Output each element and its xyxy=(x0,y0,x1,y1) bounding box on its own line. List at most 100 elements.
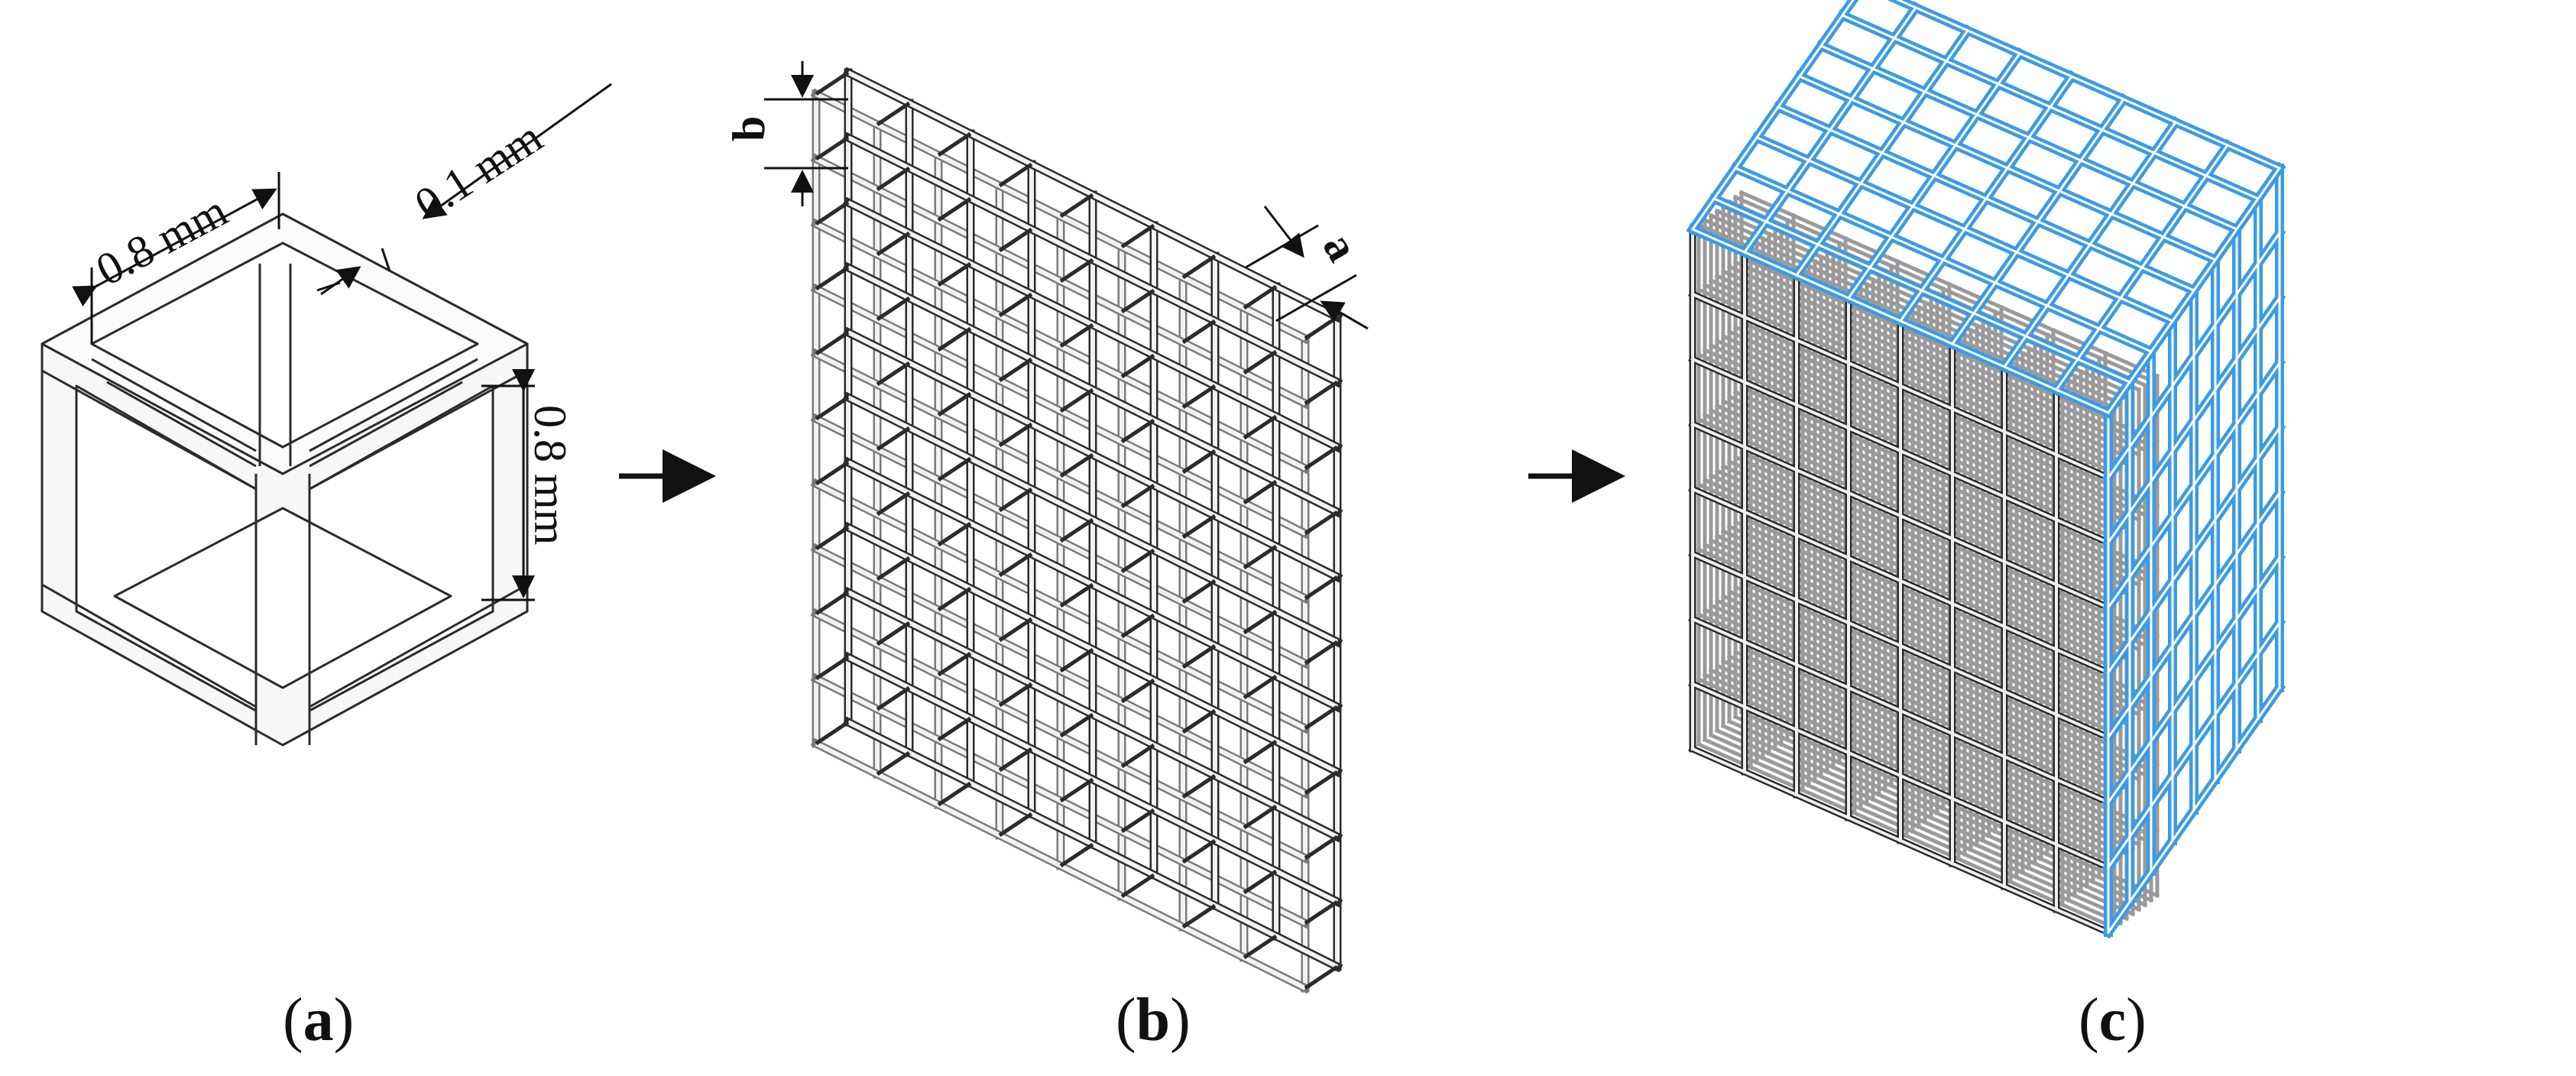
lattice-layer-node-link xyxy=(998,227,1033,253)
lattice-cube-front-grid xyxy=(1702,217,2124,407)
lattice-cube-right-grid-core xyxy=(2106,491,2282,740)
lattice-layer-node-link xyxy=(937,781,972,807)
lattice-cube-front-grid xyxy=(1702,477,2124,666)
lattice-cube-front-grid-fill xyxy=(1690,292,2111,480)
lattice-layer-node-link xyxy=(998,747,1033,773)
lattice-cube-top-grid-core xyxy=(1846,51,2022,300)
lattice-layer-node-link xyxy=(876,231,911,257)
lattice-cube-top-grid-core xyxy=(2106,166,2282,415)
lattice-cube-front-grid xyxy=(1702,347,2124,536)
lattice-layer-node-link xyxy=(1181,579,1217,604)
lattice-layer-node-link xyxy=(1243,739,1278,765)
lattice-layer-node-link xyxy=(1243,869,1278,895)
lattice-layer-node-link xyxy=(1304,315,1339,341)
lattice-layer-node-link xyxy=(1059,842,1094,868)
lattice-layer-node-link xyxy=(1304,445,1339,471)
lattice-cube-front-grid-fill xyxy=(1690,487,2111,675)
lattice-cube-right-grid-core xyxy=(2106,361,2282,610)
lattice-layer-node-link xyxy=(1120,808,1155,834)
lattice-cube-top-grid-core xyxy=(1742,5,1918,254)
lattice-layer-node-link xyxy=(1243,804,1278,830)
lattice-cube-panel xyxy=(1686,0,2286,939)
lattice-cube-top-grid-core xyxy=(1950,97,2126,346)
lattice-layer-node-link xyxy=(815,655,850,681)
lattice-cube-front-grid xyxy=(1696,352,2118,541)
lattice-layer-node-link xyxy=(1304,770,1339,796)
lattice-layer-node-link xyxy=(998,422,1033,448)
lattice-cube-front-grid xyxy=(1702,672,2124,861)
lattice-layer-node-link xyxy=(815,265,850,291)
lattice-layer-node-link xyxy=(1304,380,1339,406)
lattice-cube-right-grid-core xyxy=(2106,296,2282,545)
unit-cell-strut-label: 0.1 mm xyxy=(406,112,551,230)
lattice-layer-node-link xyxy=(815,200,850,226)
lattice-cube-front-grid xyxy=(1702,412,2124,601)
lattice-layer-node-link xyxy=(1181,903,1217,929)
lattice-cube-front-grid xyxy=(1696,287,2118,476)
lattice-cube-front-grid xyxy=(1696,416,2118,606)
lattice-layer-node-link xyxy=(1304,640,1339,666)
lattice-cube-front-grid xyxy=(1696,676,2118,866)
lattice-cube-top-grid-core xyxy=(2002,120,2178,369)
lattice-layer-node-link xyxy=(1304,510,1339,536)
lattice-layer-node-link xyxy=(876,296,911,322)
lattice-layer-node-link xyxy=(815,590,850,616)
unit-cell-bottom-opening xyxy=(113,507,452,689)
lattice-layer-label-b: b xyxy=(724,116,774,141)
lattice-layer-node-link xyxy=(876,101,911,127)
lattice-cube-top-grid-core xyxy=(1690,0,1855,232)
lattice-layer-node-link xyxy=(937,261,972,287)
lattice-layer-node-link xyxy=(1059,517,1094,543)
lattice-layer-node-link xyxy=(1243,609,1278,635)
lattice-layer-node-link xyxy=(1120,288,1155,314)
lattice-layer-node-link xyxy=(1120,418,1155,444)
lattice-layer-node-link xyxy=(1243,414,1278,440)
lattice-layer-node-link xyxy=(1120,483,1155,509)
lattice-layer-node-link xyxy=(876,361,911,387)
lattice-layer-node-link xyxy=(1059,193,1094,219)
lattice-layer-node-link xyxy=(876,556,911,582)
lattice-layer-node-link xyxy=(998,682,1033,708)
lattice-layer-node-link xyxy=(1243,544,1278,570)
lattice-layer-node-link xyxy=(1059,322,1094,348)
lattice-layer-node-link xyxy=(1120,678,1155,704)
lattice-layer-node-link xyxy=(1181,773,1217,799)
lattice-layer-node-link xyxy=(876,491,911,517)
lattice-layer-node-link xyxy=(815,70,850,96)
lattice-cube-front-grid xyxy=(1696,546,2118,736)
lattice-layer-node-link xyxy=(998,292,1033,318)
lattice-layer-node-link xyxy=(998,162,1033,188)
unit-cell-dimensions xyxy=(72,83,612,601)
lattice-layer-node-link xyxy=(815,720,850,746)
lattice-layer-dimensions xyxy=(764,61,1369,330)
lattice-layer-node-link xyxy=(1181,384,1217,410)
lattice-layer-node-link xyxy=(815,525,850,551)
lattice-cube-front-grid xyxy=(1696,741,2118,931)
lattice-layer-node-link xyxy=(998,487,1033,513)
lattice-layer-node-link xyxy=(876,166,911,192)
lattice-layer-node-link xyxy=(876,621,911,647)
lattice-layer-node-link xyxy=(1059,582,1094,608)
lattice-layer-node-link xyxy=(998,357,1033,383)
lattice-cube-front-grid-fill xyxy=(1690,682,2111,870)
lattice-layer-node-link xyxy=(1181,514,1217,540)
lattice-layer-node-link xyxy=(937,326,972,352)
lattice-cube-right-grid-core xyxy=(2106,685,2282,935)
lattice-cube-top-grid-core xyxy=(2054,143,2230,392)
lattice-layer-beam xyxy=(847,70,1339,319)
lattice-layer-node-link xyxy=(937,196,972,222)
lattice-layer-node-link xyxy=(1059,647,1094,673)
lattice-layer-node-link xyxy=(998,617,1033,643)
lattice-cube-front-grid xyxy=(1702,737,2124,926)
caption-a: (a) xyxy=(283,987,355,1054)
lattice-layer-node-link xyxy=(937,586,972,612)
lattice-layer-node-link xyxy=(1059,387,1094,413)
lattice-layer-node-link xyxy=(815,395,850,421)
lattice-layer-node-link xyxy=(1120,548,1155,574)
caption-c: (c) xyxy=(2079,987,2147,1054)
lattice-layer-node-link xyxy=(1120,223,1155,249)
lattice-layer-node-link xyxy=(998,812,1033,838)
lattice-cube-top-grid-core xyxy=(1898,74,2074,323)
